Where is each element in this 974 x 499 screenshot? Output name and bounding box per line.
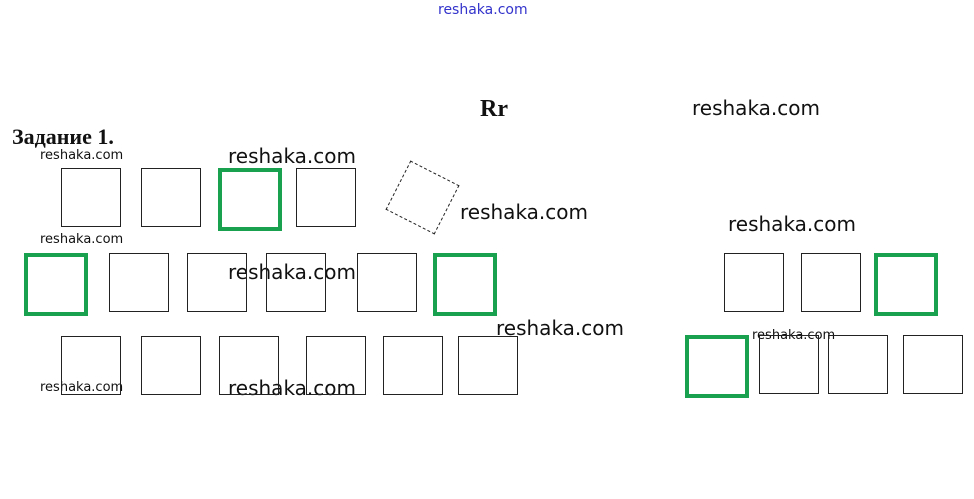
- sound-box: [187, 253, 247, 312]
- letters-heading: Rr: [480, 96, 508, 122]
- sound-box: [109, 253, 169, 312]
- watermark: reshaka.com: [228, 144, 356, 168]
- highlighted-box: [685, 335, 749, 398]
- sound-box: [759, 335, 819, 394]
- sound-box: [61, 336, 121, 395]
- sound-box: [724, 253, 784, 312]
- watermark: reshaka.com: [460, 200, 588, 224]
- sound-box: [357, 253, 417, 312]
- watermark: reshaka.com: [40, 148, 124, 163]
- task-title: Задание 1.: [12, 124, 114, 149]
- sound-box: [141, 168, 201, 227]
- watermark: reshaka.com: [228, 260, 356, 284]
- highlighted-box: [874, 253, 938, 316]
- header-link[interactable]: reshaka.com: [438, 2, 528, 18]
- sound-box: [801, 253, 861, 312]
- sound-box: [61, 168, 121, 227]
- sound-box: [141, 336, 201, 395]
- sound-box: [383, 336, 443, 395]
- sound-box: [306, 336, 366, 395]
- watermark: reshaka.com: [692, 96, 820, 120]
- sound-box: [219, 336, 279, 395]
- sound-box: [458, 336, 518, 395]
- highlighted-box: [218, 168, 282, 231]
- watermark: reshaka.com: [728, 212, 856, 236]
- watermark: reshaka.com: [40, 380, 124, 395]
- highlighted-box: [24, 253, 88, 316]
- watermark: reshaka.com: [228, 376, 356, 400]
- sound-box: [828, 335, 888, 394]
- highlighted-box: [433, 253, 497, 316]
- sound-box: [266, 253, 326, 312]
- watermark: reshaka.com: [40, 232, 124, 247]
- rotated-box: [385, 160, 460, 235]
- sound-box: [903, 335, 963, 394]
- sound-box: [296, 168, 356, 227]
